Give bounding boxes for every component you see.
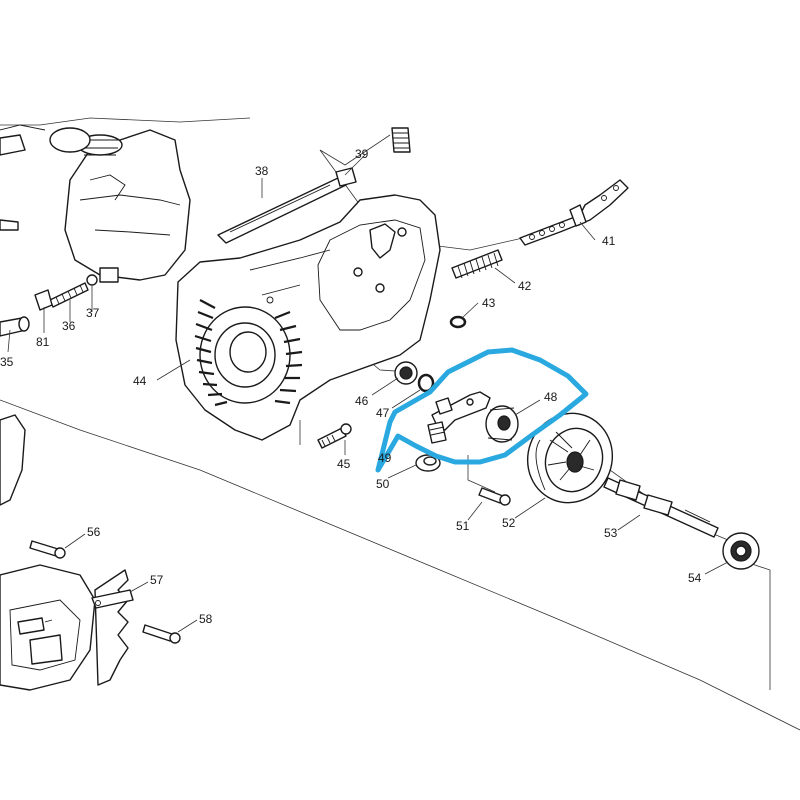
part-51-screw <box>478 487 511 506</box>
part-41-lever <box>519 179 629 246</box>
label-58: 58 <box>199 612 213 626</box>
part-50-cap <box>415 454 441 472</box>
part-47-seal <box>417 373 435 393</box>
part-56-screw <box>29 540 66 559</box>
label-53: 53 <box>604 526 618 540</box>
part-49-oil-pump <box>427 391 491 444</box>
label-47: 47 <box>376 406 390 420</box>
part-35-plug <box>0 316 30 337</box>
label-39: 39 <box>355 147 369 161</box>
part-53-shaft <box>603 477 719 538</box>
highlight-outline <box>375 347 589 473</box>
label-56: 56 <box>87 525 101 539</box>
label-51: 51 <box>456 519 470 533</box>
lower-left-assembly <box>0 414 129 691</box>
part-43-oring <box>449 315 467 329</box>
label-45: 45 <box>337 457 351 471</box>
label-41: 41 <box>602 234 616 248</box>
label-49: 49 <box>378 451 392 465</box>
label-42: 42 <box>518 279 532 293</box>
label-48: 48 <box>544 390 558 404</box>
part-58-screw <box>142 624 181 644</box>
part-labels: 39 38 41 42 43 44 45 46 47 48 49 50 51 5… <box>0 147 702 626</box>
label-35: 35 <box>0 355 14 369</box>
part-36-spring <box>49 282 89 308</box>
label-50: 50 <box>376 477 390 491</box>
label-54: 54 <box>688 571 702 585</box>
label-36: 36 <box>62 319 76 333</box>
part-42-spring <box>451 249 503 279</box>
part-57-plate <box>91 589 134 609</box>
label-46: 46 <box>355 394 369 408</box>
label-52: 52 <box>502 516 516 530</box>
label-57: 57 <box>150 573 164 587</box>
part-38-bar <box>217 167 357 244</box>
label-37: 37 <box>86 306 100 320</box>
part-46-bearing <box>394 361 418 385</box>
label-38: 38 <box>255 164 269 178</box>
label-44: 44 <box>133 374 147 388</box>
part-44-crankcase <box>175 194 441 441</box>
part-54-bearing <box>722 532 760 570</box>
part-37-fitting <box>86 274 98 286</box>
left-upper-assembly <box>0 124 191 283</box>
label-81: 81 <box>36 335 50 349</box>
part-45-screw <box>317 423 352 449</box>
part-48-worm-gear <box>485 405 519 443</box>
label-leaders <box>7 154 729 633</box>
part-81-clip <box>34 289 53 311</box>
part-52-drum <box>526 412 614 504</box>
label-43: 43 <box>482 296 496 310</box>
